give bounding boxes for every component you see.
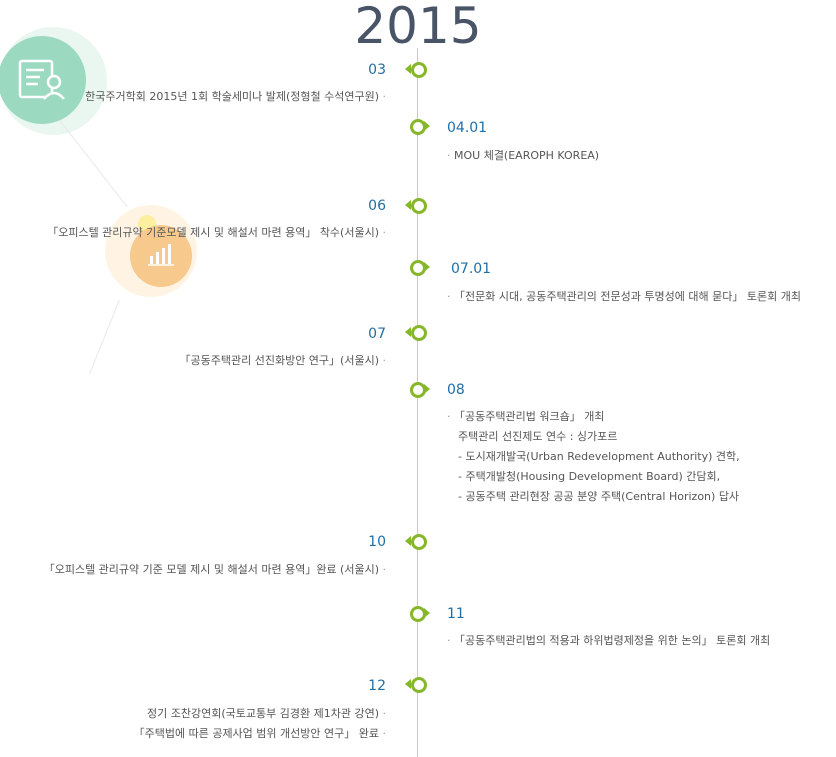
timeline-node: [411, 677, 427, 693]
timeline-pointer: [424, 121, 430, 131]
entry-line: · 「공동주택관리법 워크숍」 개최: [447, 410, 605, 423]
entry-line: - 도시재개발국(Urban Redevelopment Authority) …: [458, 450, 740, 463]
entry-line: - 주택개발청(Housing Development Board) 간담회,: [458, 470, 721, 483]
entry-month: 04.01: [447, 120, 488, 136]
decor-circle-orange: [130, 225, 192, 287]
timeline-pointer: [424, 608, 430, 618]
entry-line: 「오피스텔 관리규약 기준모델 제시 및 해설서 마련 용역」 착수(서울시) …: [47, 226, 386, 239]
timeline-node: [410, 119, 426, 135]
timeline-node: [410, 606, 426, 622]
timeline-pointer: [405, 536, 411, 546]
document-user-icon: [18, 59, 65, 100]
entry-line: 정기 조찬강연회(국토교통부 김경환 제1차관 강연) ·: [147, 707, 386, 720]
decor-connector-line: [89, 299, 120, 375]
entry-month: 03: [368, 62, 386, 78]
timeline-pointer: [424, 384, 430, 394]
entry-line: 「오피스텔 관리규약 기준 모델 제시 및 해설서 마련 용역」완료 (서울시)…: [43, 563, 386, 576]
timeline-pointer: [405, 200, 411, 210]
entry-line: 「주택법에 따른 공제사업 범위 개선방안 연구」 완료 ·: [133, 727, 386, 740]
entry-line: · MOU 체결(EAROPH KOREA): [447, 149, 600, 162]
timeline-axis: [417, 48, 418, 757]
entry-month: 12: [368, 678, 386, 694]
timeline-pointer: [424, 262, 430, 272]
entry-month: 06: [368, 198, 386, 214]
timeline-node: [411, 534, 427, 550]
bar-chart-icon: [148, 244, 174, 266]
entry-month: 10: [368, 534, 386, 550]
entry-month: 07: [368, 326, 386, 342]
timeline-node: [410, 382, 426, 398]
entry-month: 07.01: [451, 261, 492, 277]
timeline-pointer: [405, 327, 411, 337]
year-heading: 2015: [354, 0, 482, 55]
entry-month: 08: [447, 382, 465, 398]
entry-line: - 공동주택 관리현장 공공 분양 주택(Central Horizon) 답사: [458, 490, 740, 503]
timeline-node: [411, 62, 427, 78]
entry-line: 한국주거학회 2015년 1회 학술세미나 발제(정형철 수석연구원) ·: [85, 90, 386, 103]
entry-line: · 「전문화 시대, 공동주택관리의 전문성과 투명성에 대해 묻다」 토론회 …: [447, 290, 801, 303]
decor-circle-green: [0, 36, 86, 124]
entry-line: 「공동주택관리 선진화방안 연구」(서울시) ·: [179, 354, 387, 367]
timeline-pointer: [405, 679, 411, 689]
timeline-node: [410, 260, 426, 276]
entry-line: · 「공동주택관리법의 적용과 하위법령제정을 위한 논의」 토론회 개최: [447, 634, 771, 647]
timeline-node: [411, 198, 427, 214]
decor-connector-line: [59, 120, 128, 208]
timeline-pointer: [405, 64, 411, 74]
entry-month: 11: [447, 606, 465, 622]
entry-line: 주택관리 선진제도 연수 : 싱가포르: [458, 430, 618, 443]
timeline-node: [411, 325, 427, 341]
